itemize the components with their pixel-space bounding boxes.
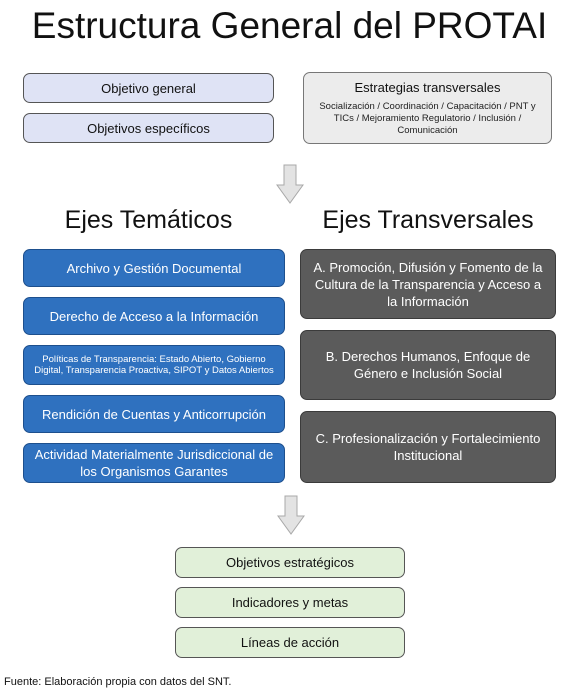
objetivos-especificos-box: Objetivos específicos (23, 113, 274, 143)
indicadores-metas-label: Indicadores y metas (231, 595, 349, 610)
eje-tematico-label: Actividad Materialmente Jurisdiccional d… (34, 447, 274, 479)
lineas-accion-label: Líneas de acción (240, 635, 340, 650)
source-footer: Fuente: Elaboración propia con datos del… (4, 676, 232, 688)
eje-tematico-archivo: Archivo y Gestión Documental (23, 249, 285, 287)
eje-transversal-c: C. Profesionalización y Fortalecimiento … (300, 411, 556, 483)
down-arrow-icon (277, 495, 305, 535)
eje-tematico-politicas-transparencia: Políticas de Transparencia: Estado Abier… (23, 345, 285, 385)
objetivos-estrategicos-box: Objetivos estratégicos (175, 547, 405, 578)
objetivos-especificos-label: Objetivos específicos (87, 120, 210, 136)
eje-tematico-acceso-informacion: Derecho de Acceso a la Información (23, 297, 285, 335)
eje-transversal-label: B. Derechos Humanos, Enfoque de Género e… (325, 349, 531, 381)
eje-tematico-rendicion-cuentas: Rendición de Cuentas y Anticorrupción (23, 395, 285, 433)
objetivo-general-box: Objetivo general (23, 73, 274, 103)
eje-tematico-label: Archivo y Gestión Documental (66, 260, 242, 276)
eje-tematico-label: Derecho de Acceso a la Información (49, 308, 259, 324)
ejes-transversales-heading: Ejes Transversales (322, 206, 534, 234)
eje-tematico-actividad-jurisdiccional: Actividad Materialmente Jurisdiccional d… (23, 443, 285, 483)
page-title: Estructura General del PROTAI (31, 5, 548, 46)
objetivos-estrategicos-label: Objetivos estratégicos (226, 555, 354, 570)
eje-tematico-label: Rendición de Cuentas y Anticorrupción (41, 406, 267, 422)
eje-transversal-label: A. Promoción, Difusión y Fomento de la C… (313, 259, 543, 309)
eje-tematico-label: Políticas de Transparencia: Estado Abier… (34, 353, 274, 377)
estrategias-title: Estrategias transversales (354, 79, 501, 95)
eje-transversal-b: B. Derechos Humanos, Enfoque de Género e… (300, 330, 556, 400)
down-arrow-icon (276, 164, 304, 204)
eje-transversal-label: C. Profesionalización y Fortalecimiento … (315, 431, 541, 463)
ejes-tematicos-heading: Ejes Temáticos (64, 206, 233, 234)
eje-transversal-a: A. Promoción, Difusión y Fomento de la C… (300, 249, 556, 319)
lineas-accion-box: Líneas de acción (175, 627, 405, 658)
objetivo-general-label: Objetivo general (101, 80, 196, 96)
estrategias-transversales-box: Estrategias transversales Socialización … (303, 72, 552, 144)
estrategias-body: Socialización / Coordinación / Capacitac… (319, 100, 536, 136)
indicadores-metas-box: Indicadores y metas (175, 587, 405, 618)
